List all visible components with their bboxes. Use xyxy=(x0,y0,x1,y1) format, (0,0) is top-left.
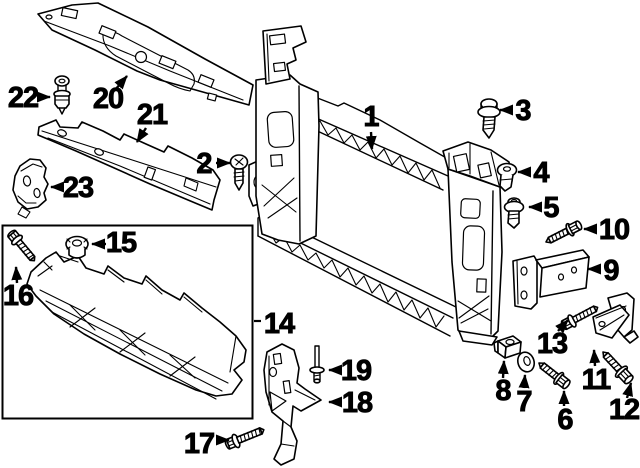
part-14-deflector-drawing xyxy=(1,224,254,420)
callout-label-23[interactable]: 23 xyxy=(62,172,95,205)
part-1-radiator-support-drawing xyxy=(248,25,513,346)
callout-label-12[interactable]: 12 xyxy=(608,394,640,427)
part-16-bolt-drawing xyxy=(7,229,36,262)
callout-label-7[interactable]: 7 xyxy=(516,386,533,419)
callout-label-11[interactable]: 11 xyxy=(581,364,612,397)
callout-label-2[interactable]: 2 xyxy=(196,148,213,181)
part-18-bracket-drawing xyxy=(263,343,322,466)
callout-label-6[interactable]: 6 xyxy=(557,404,575,437)
callout-label-20[interactable]: 20 xyxy=(92,83,124,116)
part-5-bolt-drawing xyxy=(503,197,525,229)
part-10-bolt-drawing xyxy=(545,220,583,244)
part-19-stud-drawing xyxy=(309,345,325,384)
callout-label-21[interactable]: 21 xyxy=(136,99,169,132)
part-8-clip-drawing xyxy=(493,335,522,359)
callout-label-5[interactable]: 5 xyxy=(543,192,561,225)
callout-label-22[interactable]: 22 xyxy=(7,82,39,115)
part-22-clip-drawing xyxy=(53,75,71,115)
part-3-bolt-drawing xyxy=(477,98,501,139)
part-7-washer-drawing xyxy=(516,351,536,373)
callout-arrows xyxy=(11,75,633,446)
part-15-nut-drawing xyxy=(65,235,89,259)
part-11-bracket-drawing xyxy=(592,292,639,344)
callout-label-14[interactable]: 14 xyxy=(263,308,296,341)
callout-label-1[interactable]: 1 xyxy=(363,101,381,134)
callout-label-3[interactable]: 3 xyxy=(515,95,533,128)
callout-label-18[interactable]: 18 xyxy=(341,387,374,420)
callout-labels: 1 2 3 4 5 6 7 8 9 10 11 12 13 14 15 16 1… xyxy=(2,82,640,461)
part-12-bolt-drawing xyxy=(602,351,634,385)
callout-label-10[interactable]: 10 xyxy=(598,214,630,247)
part-4-bolt-drawing xyxy=(496,162,518,192)
part-17-bolt-drawing xyxy=(224,427,265,450)
callout-label-13[interactable]: 13 xyxy=(536,328,569,361)
part-21-air-guard-drawing xyxy=(37,119,221,211)
part-6-bolt-drawing xyxy=(538,362,571,390)
callout-label-16[interactable]: 16 xyxy=(2,280,35,313)
callout-label-8[interactable]: 8 xyxy=(495,375,513,408)
part-23-bracket-drawing xyxy=(12,158,49,219)
callout-label-15[interactable]: 15 xyxy=(105,227,138,260)
callout-label-17[interactable]: 17 xyxy=(183,428,215,461)
part-2-screw-drawing xyxy=(229,154,249,191)
callout-label-9[interactable]: 9 xyxy=(603,255,621,288)
callout-label-4[interactable]: 4 xyxy=(533,157,551,190)
callout-label-19[interactable]: 19 xyxy=(340,355,373,388)
part-9-bracket-drawing xyxy=(512,249,590,310)
part-20-sight-shield-drawing xyxy=(37,2,254,106)
